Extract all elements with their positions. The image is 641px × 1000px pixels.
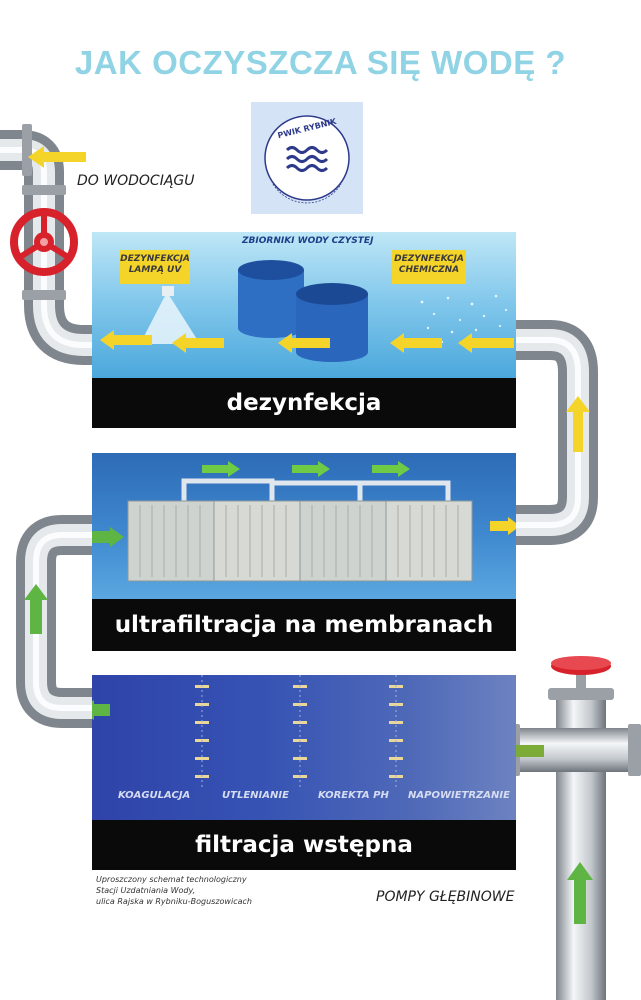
- logo-emblem: [264, 115, 350, 204]
- uv-line2: LAMPĄ UV: [128, 265, 182, 275]
- membrane-modules: [127, 500, 473, 582]
- band-ultrafiltracja: ultrafiltracja na membranach: [92, 599, 516, 651]
- arrow-right-up: [566, 396, 590, 452]
- chem-box: DEZYNFEKCJA CHEMICZNA: [392, 250, 466, 284]
- stage-utlenianie: UTLENIANIE: [222, 790, 289, 801]
- caption-line3: ulica Rajska w Rybniku-Boguszowicach: [96, 897, 252, 906]
- stage-napowietrzanie: NAPOWIETRZANIE: [408, 790, 510, 801]
- filter-dividers: [195, 685, 403, 778]
- uv-box: DEZYNFEKCJA LAMPĄ UV: [120, 250, 190, 284]
- uv-line1: DEZYNFEKCJA: [120, 254, 190, 264]
- caption: Uproszczony schemat technologiczny Stacj…: [96, 874, 326, 907]
- valve-wheel-icon: [10, 208, 78, 276]
- tanks-label: ZBIORNIKI WODY CZYSTEJ: [242, 236, 374, 246]
- label-do-wodociagu: DO WODOCIĄGU: [77, 173, 195, 189]
- label-pompy: POMPY GŁĘBINOWE: [376, 889, 515, 905]
- section2-graphics: [92, 461, 516, 582]
- band-filtracja: filtracja wstępna: [92, 820, 516, 870]
- arrow-outlet: [28, 146, 86, 168]
- chem-line1: DEZYNFEKCJA: [394, 254, 464, 264]
- arrow-well-up: [567, 862, 593, 924]
- chem-line2: CHEMICZNA: [398, 265, 460, 275]
- caption-line2: Stacji Uzdatniania Wody,: [96, 886, 196, 895]
- stage-koagulacja: KOAGULACJA: [118, 790, 191, 801]
- page-title: JAK OCZYSZCZA SIĘ WODĘ ?: [74, 44, 567, 81]
- section-filtracja: [92, 675, 516, 820]
- section-dezynfekcja: ZBIORNIKI WODY CZYSTEJ DEZYNFEKCJA LAMPĄ…: [92, 232, 516, 378]
- section-ultrafiltracja: [92, 453, 516, 599]
- caption-line1: Uproszczony schemat technologiczny: [96, 875, 247, 884]
- pwik-logo: PWIK RYBNIK: [251, 102, 363, 214]
- section3-graphics: [92, 675, 403, 787]
- section1-graphics: [100, 260, 514, 362]
- arrow-left-up: [24, 584, 48, 634]
- band-dezynfekcja: dezynfekcja: [92, 378, 516, 428]
- stage-korekta-ph: KOREKTA PH: [318, 790, 389, 801]
